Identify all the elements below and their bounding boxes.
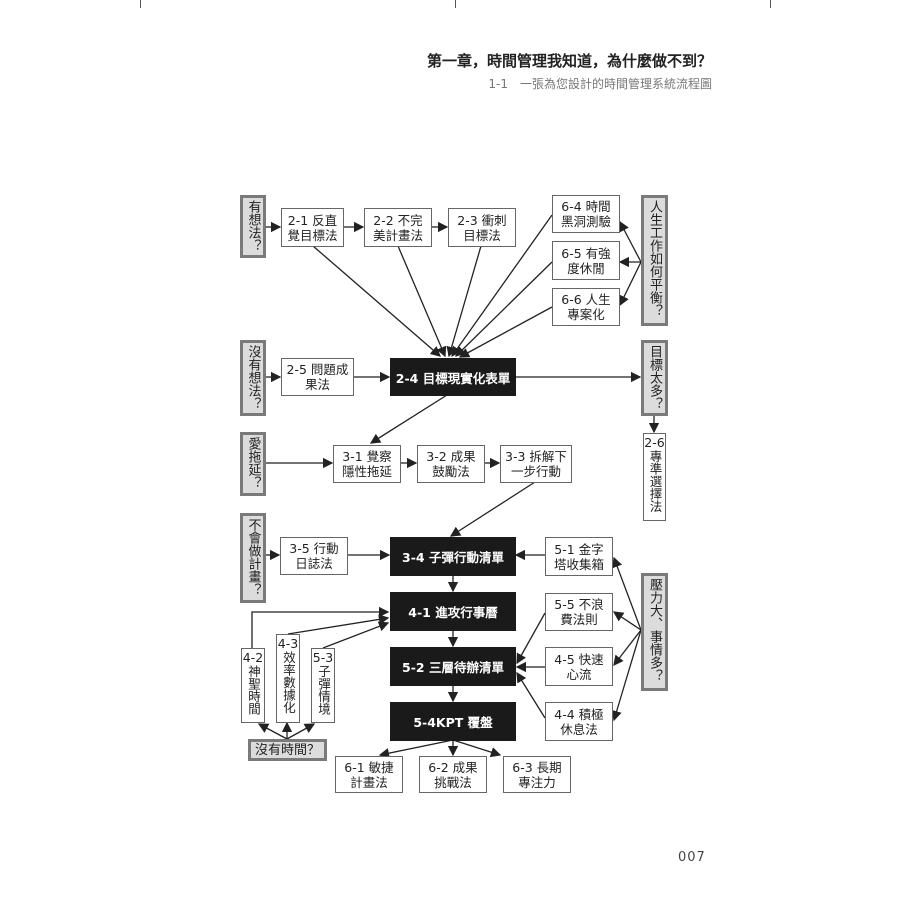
method-label: 3-1 覺察: [342, 449, 392, 464]
question-label: 不會做計畫？: [245, 518, 261, 596]
method-2-3: 2-3 衝刺目標法: [448, 208, 516, 247]
method-2-5: 2-5 問題成果法: [281, 358, 354, 396]
core-5-4: 5-4KPT 覆盤: [390, 702, 516, 741]
method-label: 費法則: [560, 612, 598, 627]
question-label: 有想法？: [245, 200, 261, 252]
method-6-6: 6-6 人生專案化: [552, 288, 620, 326]
method-label: 2-3 衝刺: [457, 212, 507, 228]
question-too-many-goals: 目標太多？: [641, 340, 668, 416]
question-label: 目標太多？: [647, 345, 662, 410]
chapter-title: 第一章，時間管理我知道，為什麼做不到？: [426, 52, 712, 70]
core-5-2: 5-2 三層待辦清單: [390, 647, 516, 686]
method-label: 效率數據化: [281, 651, 296, 714]
method-label: 5-5 不浪: [554, 597, 604, 612]
core-3-4: 3-4 子彈行動清單: [390, 537, 516, 576]
question-label: 壓力大、事情多？: [647, 578, 662, 682]
method-label: 3-2 成果: [426, 449, 476, 464]
crop-mark: [455, 0, 456, 8]
method-label: 3-3 拆解下: [505, 449, 567, 464]
method-label: 挑戰法: [434, 774, 472, 790]
method-label: 4-5 快速: [554, 651, 604, 667]
method-3-1: 3-1 覺察隱性拖延: [333, 445, 401, 483]
method-label: 2-2 不完: [373, 212, 423, 228]
method-6-2: 6-2 成果挑戰法: [419, 756, 487, 793]
method-label: 2-6: [644, 435, 665, 450]
method-3-5: 3-5 行動日誌法: [280, 537, 348, 575]
method-label: 6-3 長期: [512, 759, 562, 775]
method-label: 5-3: [312, 650, 334, 665]
method-label: 神聖時間: [246, 665, 261, 715]
method-label: 子彈情境: [316, 665, 331, 715]
method-label: 心流: [566, 666, 592, 682]
method-label: 4-2: [242, 650, 264, 665]
method-label: 5-1 金字: [554, 541, 604, 557]
method-label: 專注力: [518, 774, 556, 790]
method-label: 度休閒: [567, 260, 605, 276]
method-4-4: 4-4 積極休息法: [545, 702, 613, 741]
method-label: 6-6 人生: [561, 292, 611, 307]
method-label: 鼓勵法: [432, 464, 470, 479]
method-label: 休息法: [560, 721, 598, 737]
question-life-balance: 人生工作如何平衡？: [641, 195, 668, 326]
method-label: 專案化: [567, 307, 605, 322]
method-5-5: 5-5 不浪費法則: [545, 593, 613, 631]
method-label: 3-5 行動: [289, 541, 339, 556]
question-have-ideas: 有想法？: [240, 195, 266, 258]
method-6-5: 6-5 有強度休閒: [552, 241, 620, 280]
method-label: 目標法: [463, 227, 501, 243]
method-label: 2-1 反直: [287, 212, 338, 228]
question-stressed: 壓力大、事情多？: [641, 573, 668, 691]
crop-mark: [770, 0, 771, 8]
question-label: 沒有時間？: [254, 742, 320, 758]
method-6-1: 6-1 敏捷計畫法: [335, 756, 403, 793]
crop-mark: [140, 0, 141, 8]
method-2-1: 2-1 反直覺目標法: [281, 208, 344, 247]
method-label: 塔收集箱: [553, 556, 604, 572]
page-number: 007: [678, 850, 706, 865]
core-4-1: 4-1 進攻行事曆: [390, 592, 516, 631]
method-label: 美計畫法: [372, 227, 423, 243]
method-label: 2-5 問題成: [286, 362, 349, 377]
core-2-4: 2-4 目標現實化表單: [390, 358, 516, 396]
method-3-2: 3-2 成果鼓勵法: [417, 445, 485, 483]
question-no-ideas: 沒有想法？: [240, 340, 266, 416]
method-label: 6-1 敏捷: [344, 759, 394, 775]
method-label: 6-2 成果: [428, 759, 478, 775]
question-label: 沒有想法？: [245, 345, 261, 410]
method-3-3: 3-3 拆解下一步行動: [500, 445, 572, 483]
method-label: 果法: [304, 377, 330, 392]
method-2-2: 2-2 不完美計畫法: [364, 208, 432, 247]
question-label: 人生工作如何平衡？: [647, 200, 662, 317]
method-label: 6-5 有強: [561, 245, 611, 261]
method-label: 日誌法: [295, 556, 333, 571]
method-label: 計畫法: [350, 774, 388, 790]
question-label: 愛拖延？: [245, 437, 261, 489]
method-label: 4-4 積極: [554, 706, 604, 722]
question-no-time: 沒有時間？: [248, 739, 327, 761]
question-cant-plan: 不會做計畫？: [240, 513, 266, 603]
question-procrastinate: 愛拖延？: [240, 432, 266, 496]
method-label: 覺目標法: [287, 227, 338, 243]
method-6-4: 6-4 時間黑洞測驗: [552, 195, 620, 233]
method-label: 6-4 時間: [561, 199, 611, 214]
method-label: 一步行動: [510, 464, 561, 479]
method-label: 黑洞測驗: [560, 214, 611, 229]
method-label: 隱性拖延: [341, 464, 392, 479]
method-4-5: 4-5 快速心流: [545, 647, 613, 686]
method-label: 4-3: [277, 636, 299, 651]
section-subtitle: 1-1 一張為您設計的時間管理系統流程圖: [488, 77, 712, 91]
method-label: 專準選擇法: [647, 450, 663, 513]
method-5-1: 5-1 金字塔收集箱: [545, 537, 613, 576]
method-6-3: 6-3 長期專注力: [503, 756, 571, 793]
